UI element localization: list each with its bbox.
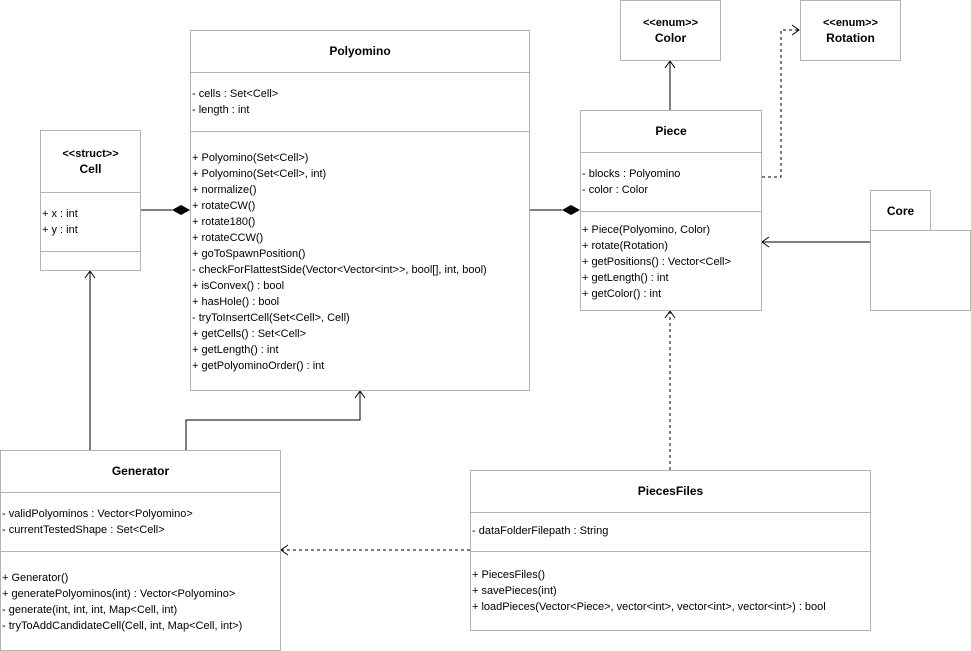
method: + rotate(Rotation) bbox=[582, 240, 668, 252]
attributes-section: - blocks : Polyomino - color : Color bbox=[581, 152, 761, 212]
package-core-tab[interactable]: Core bbox=[870, 190, 931, 231]
stereotype-label: <<enum>> bbox=[822, 16, 879, 29]
arrow-head-polyomino bbox=[354, 390, 366, 399]
package-core-body[interactable] bbox=[870, 230, 971, 311]
class-name: Piece bbox=[655, 124, 687, 138]
class-name: Rotation bbox=[826, 30, 875, 45]
class-name: Cell bbox=[79, 161, 102, 176]
class-header: <<enum>> Rotation bbox=[801, 1, 900, 60]
attribute: - validPolyominos : Vector<Polyomino> bbox=[2, 508, 193, 520]
methods-section: + Piece(Polyomino, Color) + rotate(Rotat… bbox=[581, 212, 761, 310]
class-header: Generator bbox=[1, 451, 280, 493]
methods-section: + Generator() + generatePolyominos(int) … bbox=[1, 552, 280, 650]
methods-section: + PiecesFiles() + savePieces(int) + load… bbox=[471, 552, 870, 630]
class-name: PiecesFiles bbox=[637, 484, 704, 498]
enum-rotation[interactable]: <<enum>> Rotation bbox=[800, 0, 901, 61]
attribute: - color : Color bbox=[582, 184, 649, 196]
method: + generatePolyominos(int) : Vector<Polyo… bbox=[2, 588, 236, 600]
method: + rotateCCW() bbox=[192, 232, 264, 244]
class-header: PiecesFiles bbox=[471, 471, 870, 513]
method: + rotate180() bbox=[192, 216, 256, 228]
arrow-head-color bbox=[664, 60, 676, 69]
attributes-section: - dataFolderFilepath : String bbox=[471, 512, 870, 552]
class-header: <<enum>> Color bbox=[621, 1, 720, 60]
method: + getPolyominoOrder() : int bbox=[192, 360, 325, 372]
method: + rotateCW() bbox=[192, 200, 256, 212]
method: + hasHole() : bool bbox=[192, 296, 280, 308]
method: + getCells() : Set<Cell> bbox=[192, 328, 307, 340]
connector-piece-rotation bbox=[762, 29, 799, 178]
method: + Generator() bbox=[2, 572, 69, 584]
arrow-head-generator bbox=[280, 544, 289, 556]
method: - checkForFlattestSide(Vector<Vector<int… bbox=[192, 264, 487, 276]
connector-generator-polyomino bbox=[185, 391, 361, 450]
attribute: - cells : Set<Cell> bbox=[192, 88, 279, 100]
method: + PiecesFiles() bbox=[472, 569, 546, 581]
composition-diamond-piece bbox=[562, 205, 580, 215]
class-header: Piece bbox=[581, 111, 761, 153]
attribute: + x : int bbox=[42, 208, 78, 220]
composition-diamond-polyomino bbox=[172, 205, 190, 215]
method: + isConvex() : bool bbox=[192, 280, 285, 292]
attributes-section: - cells : Set<Cell> - length : int bbox=[191, 72, 529, 132]
class-header: <<struct>> Cell bbox=[41, 131, 140, 193]
method: + getLength() : int bbox=[192, 344, 279, 356]
arrow-head-rotation bbox=[791, 24, 800, 36]
method: + getColor() : int bbox=[582, 288, 662, 300]
attribute: - currentTestedShape : Set<Cell> bbox=[2, 524, 165, 536]
method: + Polyomino(Set<Cell>) bbox=[192, 152, 309, 164]
attributes-section: + x : int + y : int bbox=[41, 192, 140, 252]
stereotype-label: <<enum>> bbox=[642, 16, 699, 29]
attribute: - length : int bbox=[192, 104, 250, 116]
method: + Polyomino(Set<Cell>, int) bbox=[192, 168, 327, 180]
class-header: Polyomino bbox=[191, 31, 529, 73]
method: + loadPieces(Vector<Piece>, vector<int>,… bbox=[472, 601, 826, 613]
methods-section bbox=[41, 252, 140, 270]
class-piece[interactable]: Piece - blocks : Polyomino - color : Col… bbox=[580, 110, 762, 311]
class-cell[interactable]: <<struct>> Cell + x : int + y : int bbox=[40, 130, 141, 271]
method: + savePieces(int) bbox=[472, 585, 557, 597]
method: - tryToInsertCell(Set<Cell>, Cell) bbox=[192, 312, 350, 324]
class-name: Color bbox=[654, 30, 687, 45]
package-name: Core bbox=[886, 204, 915, 218]
method: + getLength() : int bbox=[582, 272, 669, 284]
class-piecesfiles[interactable]: PiecesFiles - dataFolderFilepath : Strin… bbox=[470, 470, 871, 631]
method: + getPositions() : Vector<Cell> bbox=[582, 256, 731, 268]
arrow-head-piece-from-core bbox=[761, 236, 770, 248]
attribute: - dataFolderFilepath : String bbox=[472, 525, 609, 537]
attribute: + y : int bbox=[42, 224, 78, 236]
attribute: - blocks : Polyomino bbox=[582, 168, 681, 180]
method: + normalize() bbox=[192, 184, 257, 196]
class-name: Generator bbox=[111, 464, 170, 478]
method: - generate(int, int, int, Map<Cell, int) bbox=[2, 604, 178, 616]
methods-section: + Polyomino(Set<Cell>) + Polyomino(Set<C… bbox=[191, 132, 529, 390]
method: - tryToAddCandidateCell(Cell, int, Map<C… bbox=[2, 620, 243, 632]
arrow-head-cell bbox=[84, 270, 96, 279]
package-name-area: Core bbox=[871, 191, 930, 232]
class-polyomino[interactable]: Polyomino - cells : Set<Cell> - length :… bbox=[190, 30, 530, 391]
arrow-head-piece-from-piecesfiles bbox=[664, 310, 676, 319]
class-name: Polyomino bbox=[329, 44, 391, 58]
method: + Piece(Polyomino, Color) bbox=[582, 224, 711, 236]
attributes-section: - validPolyominos : Vector<Polyomino> - … bbox=[1, 492, 280, 552]
enum-color[interactable]: <<enum>> Color bbox=[620, 0, 721, 61]
class-generator[interactable]: Generator - validPolyominos : Vector<Pol… bbox=[0, 450, 281, 651]
method: + goToSpawnPosition() bbox=[192, 248, 306, 260]
stereotype-label: <<struct>> bbox=[62, 147, 119, 160]
